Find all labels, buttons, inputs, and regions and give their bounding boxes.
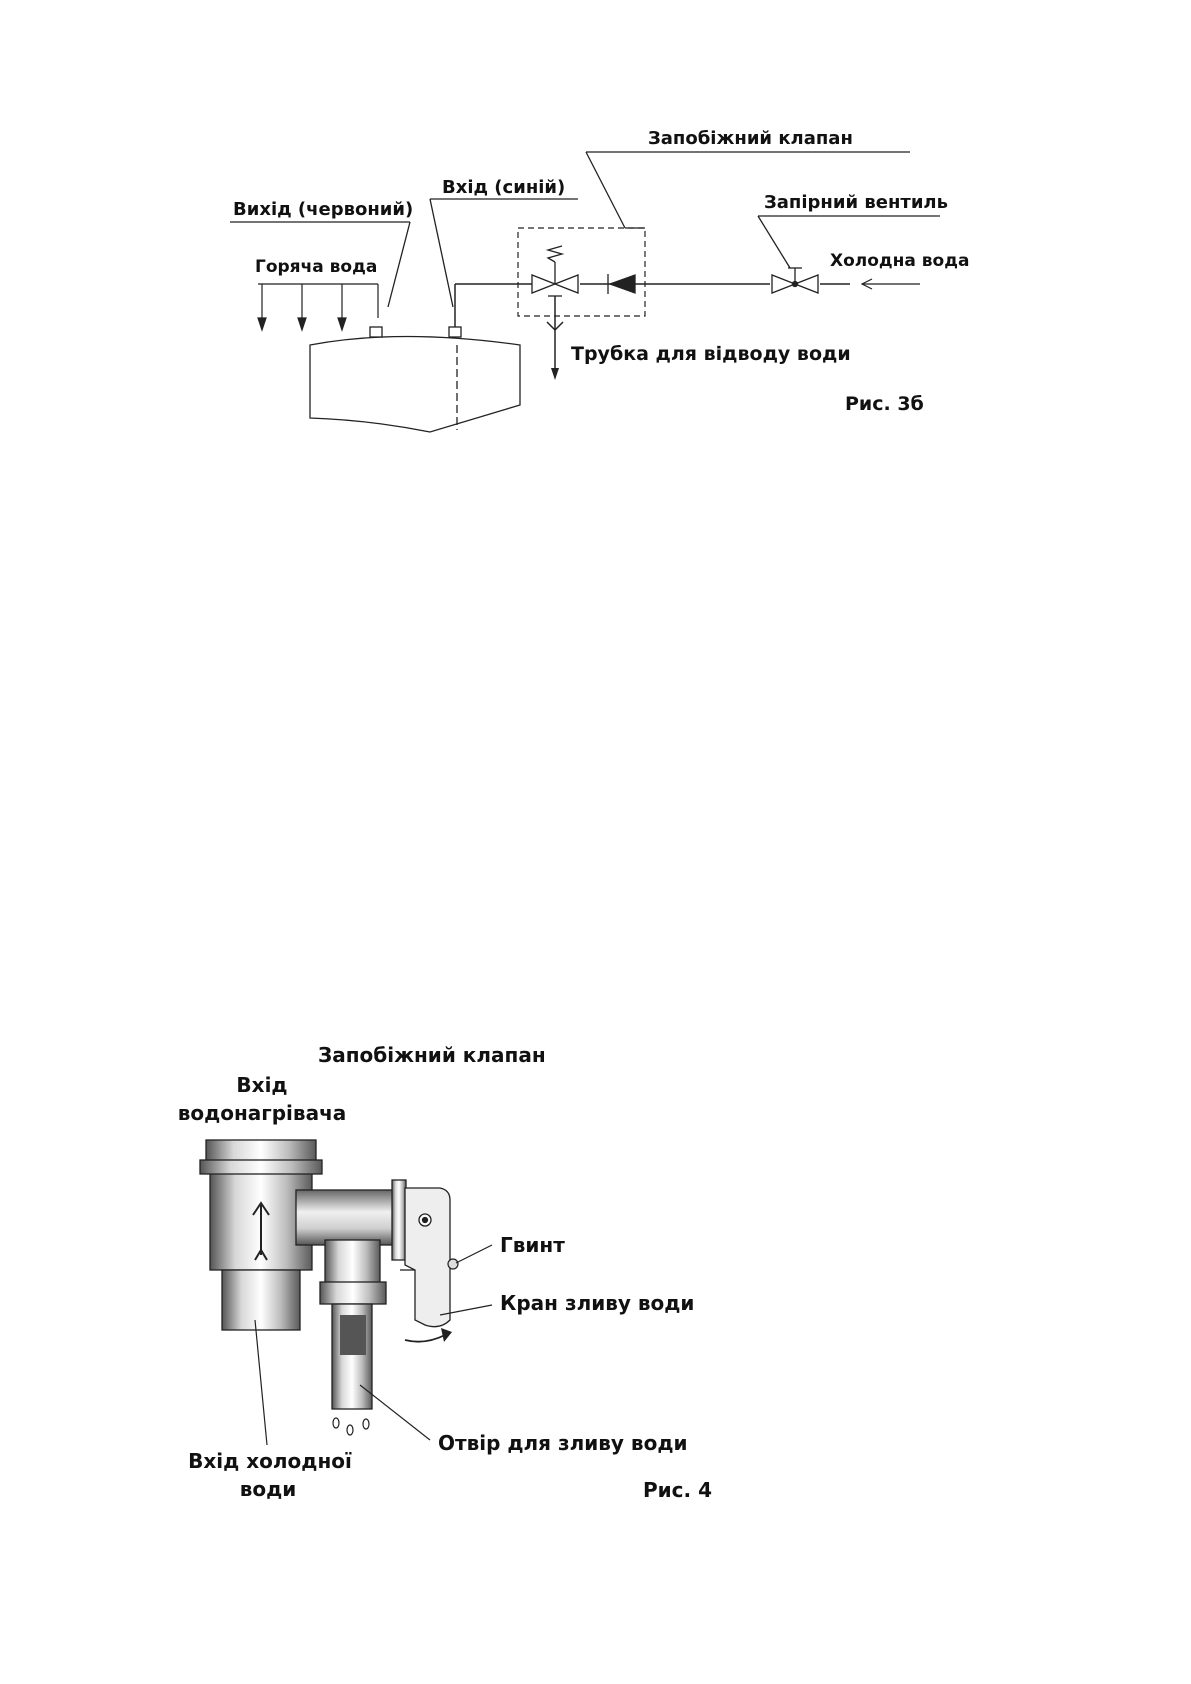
- hot-water-arrows: [257, 283, 379, 332]
- safety-valve-leader: [585, 151, 626, 229]
- figure-4-svg: Запобіжний клапан Вхід водонагрівача Гви…: [178, 1043, 712, 1502]
- label-safety-valve: Запобіжний клапан: [648, 128, 853, 149]
- caption-fig-3b: Рис. 3б: [845, 393, 924, 415]
- label-screw: Гвинт: [500, 1233, 565, 1257]
- flow-arrow-icon: [252, 1201, 270, 1261]
- label-cold-inlet-line2: води: [240, 1477, 297, 1501]
- safety-valve-symbol: [531, 245, 579, 297]
- label-cold-inlet-line1: Вхід холодної: [188, 1449, 352, 1473]
- valve-body: [199, 1139, 407, 1410]
- water-drops-icon: [332, 1417, 370, 1436]
- label-hot-water: Горяча вода: [255, 257, 377, 277]
- screw-icon: [447, 1258, 459, 1270]
- cold-water-arrow: [860, 278, 920, 290]
- label-drain-hole: Отвір для зливу води: [438, 1431, 688, 1455]
- leader-lines-fig4: [254, 1244, 493, 1446]
- check-valve-symbol: [607, 274, 636, 294]
- figure-3b-installation-diagram: Запобіжний клапан Вхід (синій) Вихід (че…: [0, 110, 1191, 450]
- shutoff-valve-symbol: [771, 267, 819, 294]
- inlet-leader: [429, 198, 454, 308]
- label-outlet-red: Вихід (червоний): [233, 199, 413, 220]
- label-safety-valve-fig4: Запобіжний клапан: [318, 1043, 546, 1067]
- shutoff-leader: [757, 215, 791, 269]
- label-cold-water: Холодна вода: [830, 251, 969, 271]
- safety-valve-box: [517, 227, 646, 317]
- label-drain-pipe: Трубка для відводу води: [571, 343, 851, 365]
- drain-tap-lever: [400, 1187, 451, 1328]
- water-tank: [309, 326, 521, 433]
- figure-4-safety-valve-drawing: Запобіжний клапан Вхід водонагрівача Гви…: [0, 1040, 1191, 1502]
- drain-arrow: [551, 368, 559, 380]
- label-shutoff-valve: Запірний вентиль: [764, 192, 948, 213]
- caption-fig-4: Рис. 4: [643, 1478, 712, 1502]
- label-drain-tap: Кран зливу води: [500, 1291, 694, 1315]
- label-heater-inlet-line1: Вхід: [236, 1073, 287, 1097]
- label-inlet-blue: Вхід (синій): [442, 177, 565, 198]
- outlet-leader: [387, 221, 411, 308]
- rotation-arrow-icon: [404, 1334, 446, 1343]
- leader-lines: [230, 151, 940, 308]
- label-heater-inlet-line2: водонагрівача: [178, 1101, 347, 1125]
- figure-3b-svg: Запобіжний клапан Вхід (синій) Вихід (че…: [230, 128, 969, 433]
